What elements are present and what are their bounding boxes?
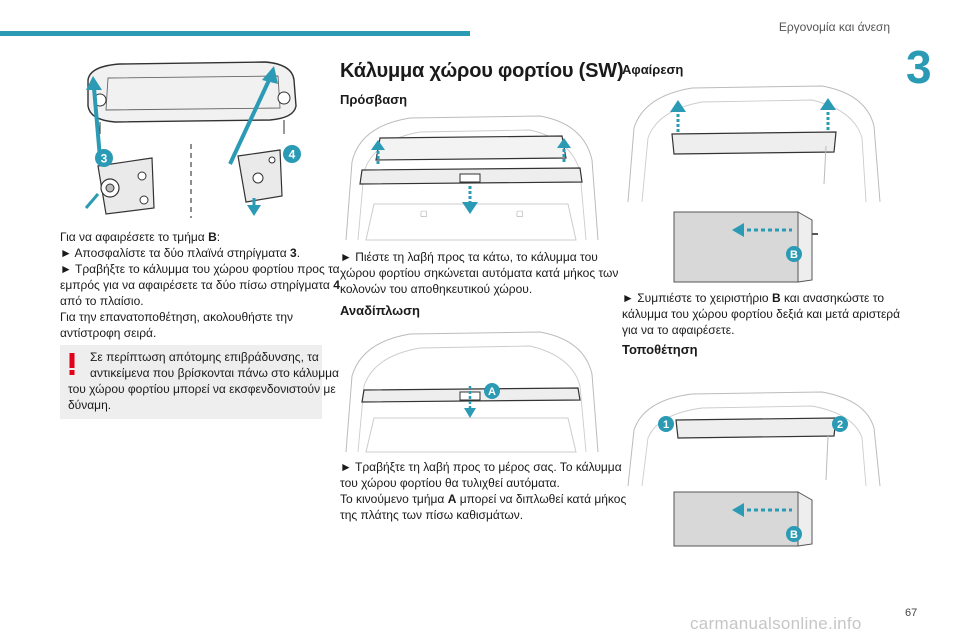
access-line-2: κολονών του αποθηκευτικού χώρου. — [340, 282, 533, 296]
svg-text:▢: ▢ — [516, 209, 524, 218]
c1-line-6: αντίστροφη σειρά. — [60, 326, 157, 340]
callout-2-label: 2 — [837, 419, 843, 431]
header-accent-bar — [0, 31, 470, 36]
callout-b-remove-label: B — [790, 249, 798, 261]
callout-a — [484, 383, 500, 399]
callout-3-label: 3 — [101, 152, 108, 166]
figure-parcel-shelf-supports: 3 4 — [84, 61, 301, 218]
page-title: Κάλυμμα χώρου φορτίου (SW) — [340, 60, 624, 82]
warning-line-3: δύναμη. — [68, 398, 112, 412]
fold-line-0: ► Τραβήξτε τη λαβή προς το μέρος σας. Το… — [340, 460, 622, 474]
remove-line-1: κάλυμμα του χώρου φορτίου δεξιά και μετά… — [622, 307, 901, 321]
c1-line-2: ► Τραβήξτε το κάλυμμα του χώρου φορτίου … — [60, 262, 340, 276]
figure-remove: B — [627, 85, 881, 283]
watermark: carmanualsonline.info — [690, 614, 862, 633]
callout-1 — [658, 416, 674, 432]
access-line-1: χώρου φορτίου σηκώνεται αυτόματα κατά μή… — [340, 266, 619, 280]
c1-line-5: Για την επανατοποθέτηση, ακολουθήστε την — [60, 310, 294, 324]
page-number: 67 — [905, 607, 918, 619]
callout-4-label: 4 — [289, 148, 296, 162]
fold-line-2: Το κινούμενο τμήμα A μπορεί να διπλωθεί … — [340, 492, 627, 506]
heading-fold: Αναδίπλωση — [340, 303, 420, 318]
warning-line-1: αντικείμενα που βρίσκονται πάνω στο κάλυ… — [90, 366, 339, 380]
figure-fold: A — [345, 331, 599, 453]
heading-access: Πρόσβαση — [340, 92, 408, 107]
figure-install: 1 2 B — [627, 391, 881, 547]
heading-install: Τοποθέτηση — [622, 342, 698, 357]
callout-a-label: A — [488, 386, 496, 398]
section-title: Εργονομία και άνεση — [778, 20, 890, 34]
figure-access: ▢ ▢ — [345, 115, 599, 241]
warning-icon — [69, 353, 75, 375]
chapter-number: 3 — [906, 41, 932, 93]
callout-1-label: 1 — [663, 419, 669, 431]
remove-line-2: για να το αφαιρέσετε. — [622, 323, 735, 337]
callout-2 — [832, 416, 848, 432]
warning-line-0: Σε περίπτωση απότομης επιβράδυνσης, τα — [90, 350, 319, 364]
c1-line-4: από το πλαίσιο. — [60, 294, 144, 308]
remove-line-0: ► Συμπιέστε το χειριστήριο B και ανασηκώ… — [622, 291, 884, 305]
warning-line-2: του χώρου φορτίου μπορεί να εκσφενδονιστ… — [68, 382, 336, 396]
c1-line-0: Για να αφαιρέσετε το τμήμα B: — [60, 230, 221, 244]
access-line-0: ► Πιέστε τη λαβή προς τα κάτω, το κάλυμμ… — [340, 250, 598, 264]
svg-text:▢: ▢ — [420, 209, 428, 218]
callout-b-remove — [786, 246, 802, 262]
heading-remove: Αφαίρεση — [622, 62, 684, 77]
c1-line-3: εμπρός για να αφαιρέσετε τα δύο πίσω στη… — [60, 278, 340, 292]
callout-4 — [283, 145, 301, 163]
callout-b-install — [786, 526, 802, 542]
warning-box: Σε περίπτωση απότομης επιβράδυνσης, τα α… — [60, 345, 339, 419]
fold-line-1: του χώρου φορτίου θα τυλιχθεί αυτόματα. — [340, 476, 560, 490]
callout-3 — [95, 149, 113, 167]
c1-line-1: ► Αποσφαλίστε τα δύο πλαϊνά στηρίγματα 3… — [60, 246, 301, 260]
callout-b-install-label: B — [790, 529, 798, 541]
fold-line-3: της πλάτης των πίσω καθισμάτων. — [340, 508, 524, 522]
